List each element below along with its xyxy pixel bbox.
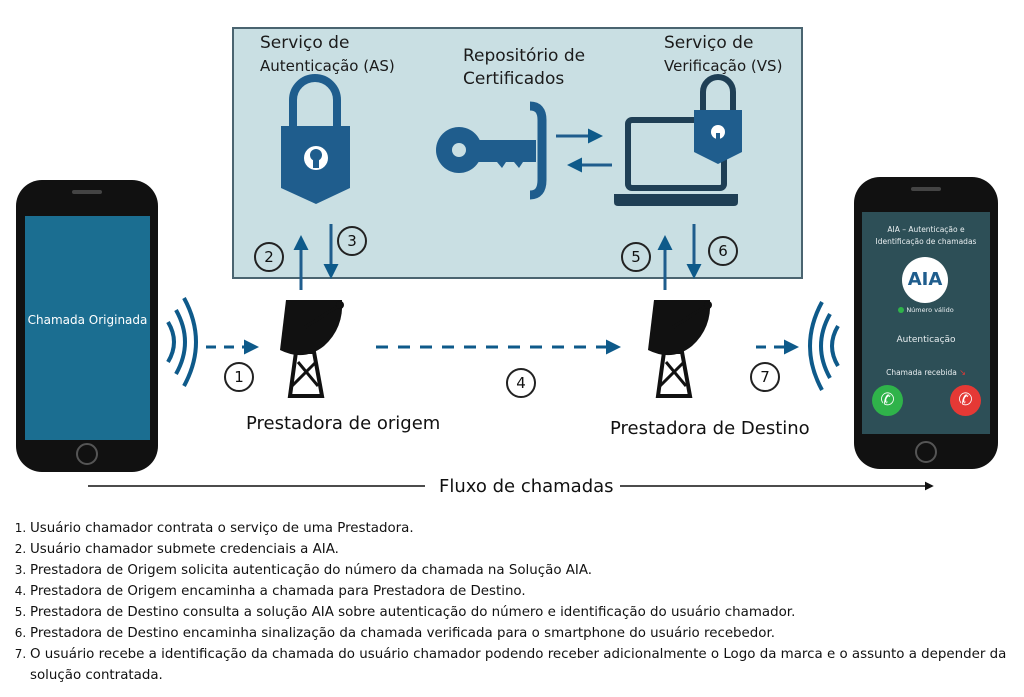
padlock-icon: [281, 74, 350, 204]
originated-call-text: Chamada Originada: [27, 313, 148, 327]
step-2-badge: 2: [254, 242, 284, 272]
check-icon: [898, 307, 905, 313]
satellite-antenna-icon: [648, 300, 712, 398]
step-6-badge: 6: [708, 236, 738, 266]
step-4-badge: 4: [506, 368, 536, 398]
verification-service-title: Serviço de Verificação (VS): [664, 32, 782, 78]
accept-call-button[interactable]: ✆: [872, 385, 903, 416]
repo-title-line2: Certificados: [463, 69, 565, 89]
repo-title-line1: Repositório de: [463, 46, 586, 66]
signal-waves-icon: [166, 297, 198, 387]
list-item: Prestadora de Destino encaminha sinaliza…: [30, 623, 1016, 644]
list-item: Prestadora de Origem solicita autenticaç…: [30, 560, 1016, 581]
step-3-badge: 3: [337, 226, 367, 256]
phone-ringing-icon: ↘: [959, 368, 966, 377]
as-title-line2: Autenticação (AS): [260, 57, 395, 75]
as-title-line1: Serviço de: [260, 33, 350, 53]
home-button: [76, 443, 98, 465]
aia-logo: AIA: [902, 257, 948, 303]
step-5-badge: 5: [621, 242, 651, 272]
list-item: Prestadora de Destino consulta a solução…: [30, 602, 1016, 623]
aia-title-line1: AIA – Autenticação e: [887, 225, 965, 234]
speaker-grille: [72, 190, 102, 194]
satellite-antenna-icon: [280, 300, 344, 398]
step-7-badge: 7: [750, 362, 780, 392]
vs-title-line1: Serviço de: [664, 33, 754, 53]
call-received-row: Chamada recebida ↘: [862, 368, 990, 377]
phone-hangup-icon: ✆: [958, 390, 973, 410]
decline-call-button[interactable]: ✆: [950, 385, 981, 416]
step-1-badge: 1: [224, 362, 254, 392]
signal-waves-icon: [808, 301, 840, 391]
home-button: [915, 441, 937, 463]
list-item: Usuário chamador submete credenciais a A…: [30, 539, 1016, 560]
speaker-grille: [911, 187, 941, 191]
authentication-text: Autenticação: [896, 335, 956, 345]
aia-header: AIA – Autenticação e Identificação de ch…: [862, 224, 990, 248]
key-icon: [436, 101, 547, 200]
vs-title-line2: Verificação (VS): [664, 57, 783, 75]
list-item: O usuário recebe a identificação da cham…: [30, 644, 1016, 686]
caller-phone-screen: [25, 216, 150, 440]
origin-provider-label: Prestadora de origem: [246, 413, 441, 434]
list-item: Prestadora de Origem encaminha a chamada…: [30, 581, 1016, 602]
list-item: Usuário chamador contrata o serviço de u…: [30, 518, 1016, 539]
authentication-service-title: Serviço de Autenticação (AS): [260, 32, 395, 78]
call-received-text: Chamada recebida: [886, 368, 957, 377]
steps-legend: Usuário chamador contrata o serviço de u…: [16, 518, 1016, 686]
valid-number-text: Número válido: [906, 306, 954, 314]
call-flow-label: Fluxo de chamadas: [439, 476, 614, 497]
valid-number-row: Número válido: [862, 306, 990, 314]
aia-title-line2: Identificação de chamadas: [875, 237, 977, 246]
phone-icon: ✆: [880, 390, 895, 410]
certificate-repository-title: Repositório de Certificados: [463, 45, 585, 91]
padlock-icon: [694, 74, 742, 164]
steps-list: Usuário chamador contrata o serviço de u…: [16, 518, 1016, 686]
destination-provider-label: Prestadora de Destino: [610, 418, 810, 439]
